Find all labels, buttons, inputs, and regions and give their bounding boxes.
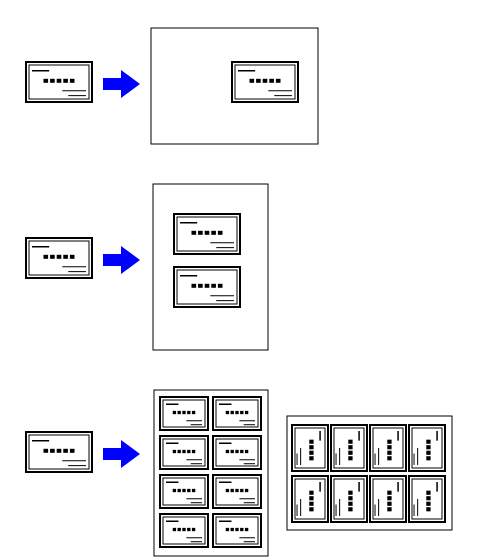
printed-card xyxy=(173,266,241,308)
source-card-row3 xyxy=(25,431,93,473)
printed-card-portrait xyxy=(369,424,407,472)
printed-card-small xyxy=(159,435,209,470)
printed-card-portrait xyxy=(330,475,368,523)
printed-card-small xyxy=(159,396,209,431)
arrow-right-icon xyxy=(103,70,140,98)
printed-card-portrait xyxy=(408,475,446,523)
source-card-row2 xyxy=(25,237,93,279)
printed-card-portrait xyxy=(408,424,446,472)
printed-card-small xyxy=(212,435,262,470)
printed-card-small xyxy=(159,513,209,548)
arrow-right-icon xyxy=(103,440,140,468)
printed-card-small xyxy=(212,474,262,509)
printed-card xyxy=(231,61,299,103)
printed-card xyxy=(173,213,241,255)
printed-card-portrait xyxy=(291,424,329,472)
printed-card-small xyxy=(159,474,209,509)
arrow-right-icon xyxy=(103,246,140,274)
printed-card-small xyxy=(212,396,262,431)
printed-card-portrait xyxy=(291,475,329,523)
source-card-row1 xyxy=(25,61,93,103)
printed-card-portrait xyxy=(330,424,368,472)
printed-card-small xyxy=(212,513,262,548)
printed-card-portrait xyxy=(369,475,407,523)
